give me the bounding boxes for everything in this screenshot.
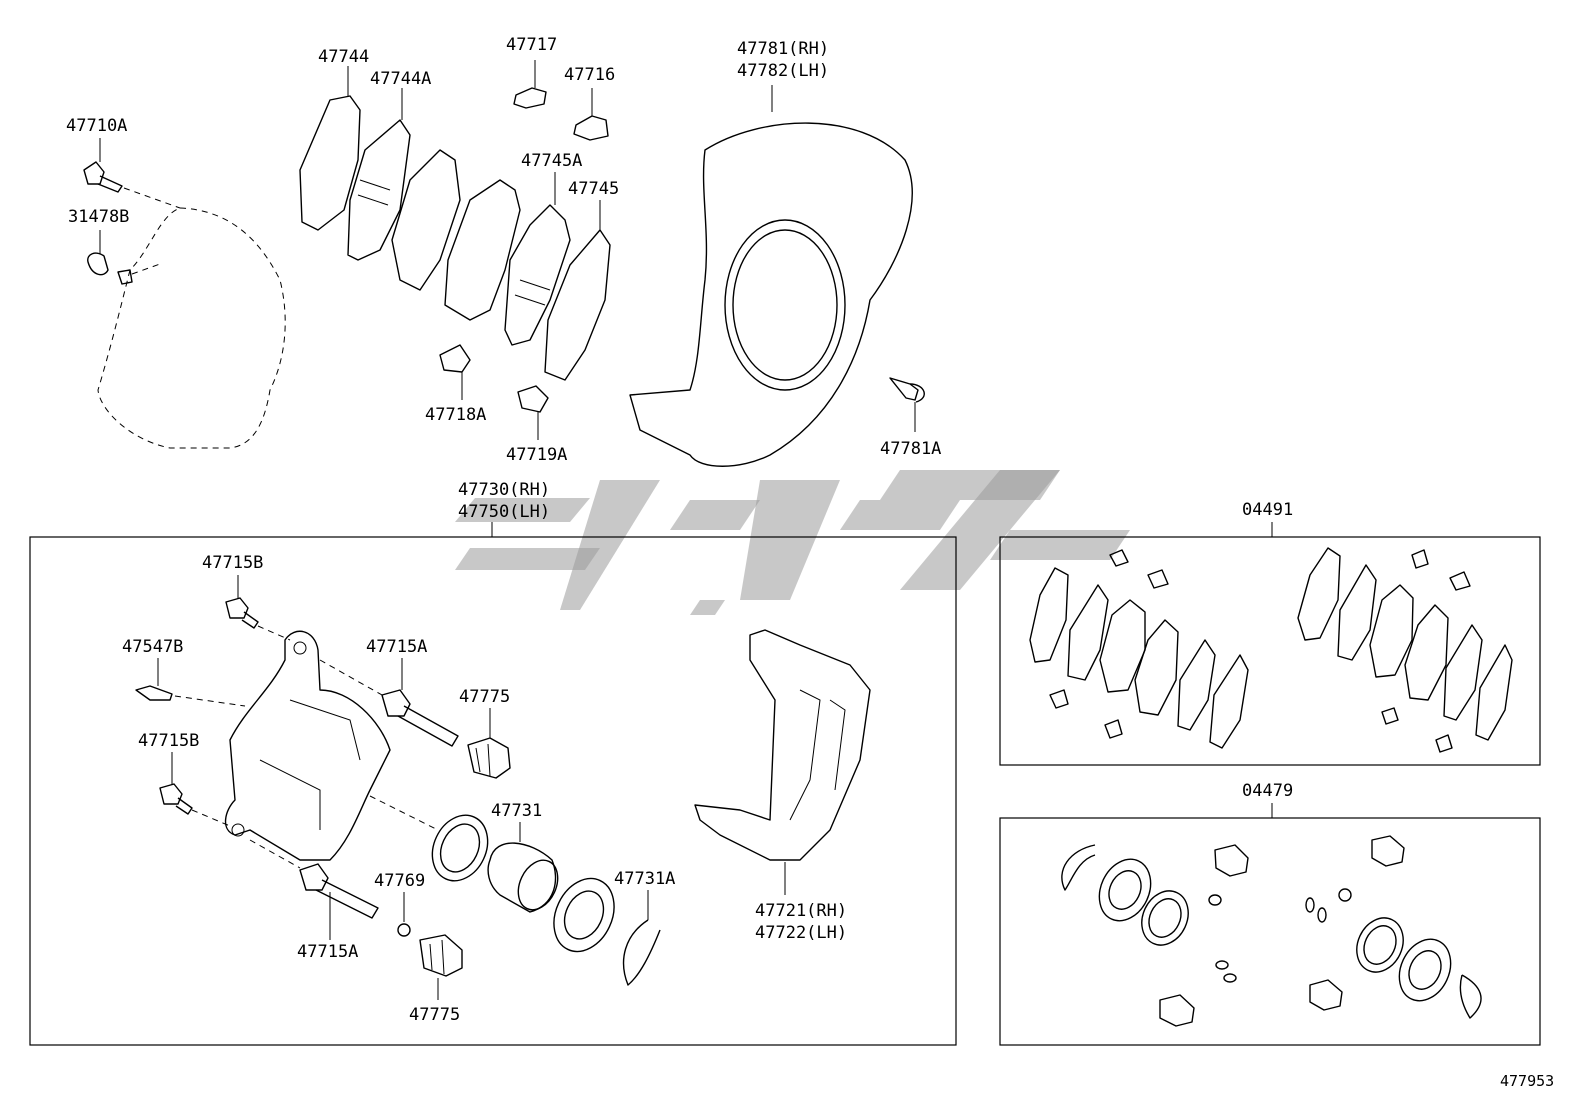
bleeder-cap-47769 — [397, 892, 411, 937]
guide-pin-47715a-bottom — [249, 839, 379, 940]
label-47744: 47744 — [318, 47, 369, 67]
pad-kit-box-04491 — [999, 536, 1541, 766]
piston-47731 — [487, 822, 559, 913]
steering-knuckle-outline — [97, 207, 286, 449]
label-47721-rh: 47721(RH) — [755, 901, 847, 921]
label-47750-lh: 47750(LH) — [458, 502, 550, 522]
label-04491: 04491 — [1242, 500, 1293, 520]
label-47715a-bottom: 47715A — [297, 942, 358, 962]
label-47769: 47769 — [374, 871, 425, 891]
brake-pad-set-upper — [299, 95, 611, 381]
bleeder-47547b — [135, 658, 246, 707]
boot-47775-top — [467, 708, 511, 779]
caliper-mounting-bracket — [694, 629, 871, 895]
guide-pin-47715a-top — [319, 658, 459, 747]
label-47717: 47717 — [506, 35, 557, 55]
label-47715b-top: 47715B — [202, 553, 263, 573]
clip-47717 — [513, 60, 547, 109]
boot-47775-bottom — [419, 934, 463, 1000]
watermark-logo — [455, 470, 1130, 615]
clip-47718a — [439, 344, 471, 400]
label-47716: 47716 — [564, 65, 615, 85]
label-47745a: 47745A — [521, 151, 582, 171]
caliper-assembly-box — [29, 536, 957, 1046]
label-47547b: 47547B — [122, 637, 183, 657]
seal-kit-04479-contents — [1061, 835, 1482, 1027]
cap-31478b — [87, 252, 161, 285]
clip-47716 — [573, 88, 609, 141]
figure-code: 477953 — [1500, 1072, 1554, 1090]
seal-ring — [369, 795, 489, 882]
label-47781-rh: 47781(RH) — [737, 39, 829, 59]
clip-47719a — [517, 385, 549, 440]
label-04479: 04479 — [1242, 781, 1293, 801]
bolt-47710a — [83, 161, 181, 209]
label-47781a: 47781A — [880, 439, 941, 459]
label-47745: 47745 — [568, 179, 619, 199]
label-47744a: 47744A — [370, 69, 431, 89]
bolt-47715b-bottom — [159, 752, 231, 827]
seal-kit-box-04479 — [999, 817, 1541, 1046]
label-47731a: 47731A — [614, 869, 675, 889]
label-47775-bottom: 47775 — [409, 1005, 460, 1025]
label-47731: 47731 — [491, 801, 542, 821]
bolt-47781a — [889, 377, 925, 432]
label-47722-lh: 47722(LH) — [755, 923, 847, 943]
label-31478b: 31478B — [68, 207, 129, 227]
label-47718a: 47718A — [425, 405, 486, 425]
label-47715a-top: 47715A — [366, 637, 427, 657]
caliper-body — [224, 630, 391, 861]
pad-kit-04491-contents — [1029, 547, 1513, 753]
piston-seal — [553, 877, 615, 953]
label-47710a: 47710A — [66, 116, 127, 136]
label-47715b-bottom: 47715B — [138, 731, 199, 751]
dust-cover-plate — [629, 85, 913, 467]
snap-ring-47731a — [622, 890, 661, 986]
bolt-47715b-top — [225, 575, 291, 641]
label-47775-top: 47775 — [459, 687, 510, 707]
label-47782-lh: 47782(LH) — [737, 61, 829, 81]
label-47719a: 47719A — [506, 445, 567, 465]
label-47730-rh: 47730(RH) — [458, 480, 550, 500]
